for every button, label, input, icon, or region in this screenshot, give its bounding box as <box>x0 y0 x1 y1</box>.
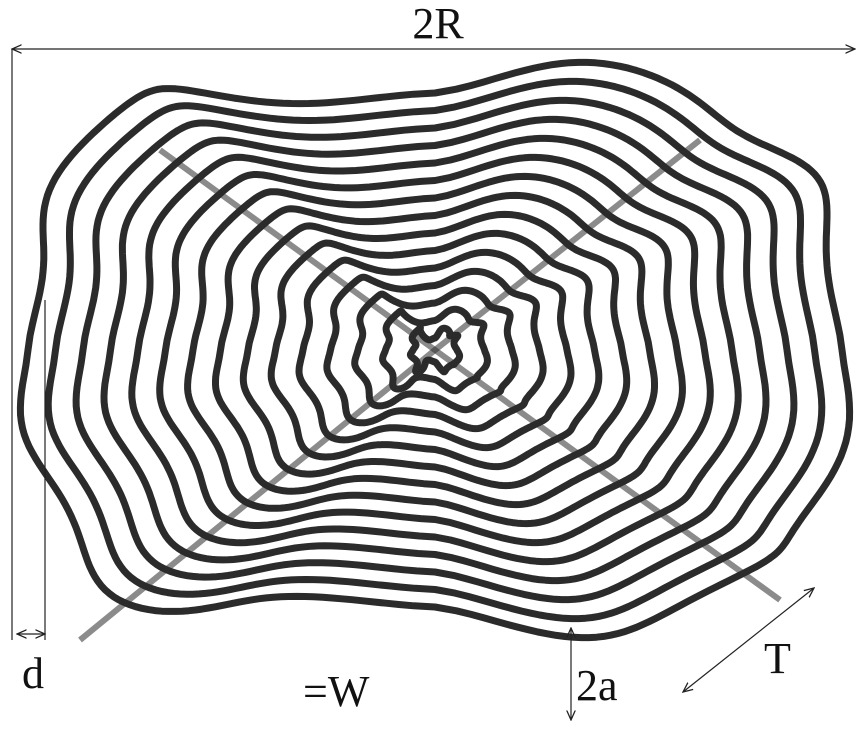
coil-turn <box>379 305 491 395</box>
coil-turn <box>100 115 770 585</box>
coil-turn <box>44 77 826 623</box>
coil-turn <box>323 267 547 433</box>
coil-turn <box>351 286 519 414</box>
coil-turn <box>184 172 686 528</box>
thickness-dimension-line <box>683 588 814 692</box>
coil-transition <box>433 137 702 353</box>
coil-turn <box>295 248 575 452</box>
coil-turn <box>72 96 798 604</box>
thickness-label: T <box>764 634 791 683</box>
coil-turn <box>156 153 714 547</box>
coil-turn <box>16 58 854 642</box>
wavy-spiral-coil <box>16 58 854 643</box>
coil-turn <box>267 229 603 471</box>
coil-transition <box>158 147 437 353</box>
coil-transition <box>78 347 437 643</box>
width-label: =W <box>303 667 370 716</box>
coil-turn <box>128 134 742 566</box>
coil-turn <box>239 210 631 490</box>
coil-transition <box>433 347 782 603</box>
coil-turn <box>406 324 464 376</box>
coil-turn <box>212 191 658 509</box>
diameter-label: 2R <box>412 0 464 48</box>
pitch-label: d <box>22 649 44 698</box>
amplitude-label: 2a <box>576 661 618 710</box>
